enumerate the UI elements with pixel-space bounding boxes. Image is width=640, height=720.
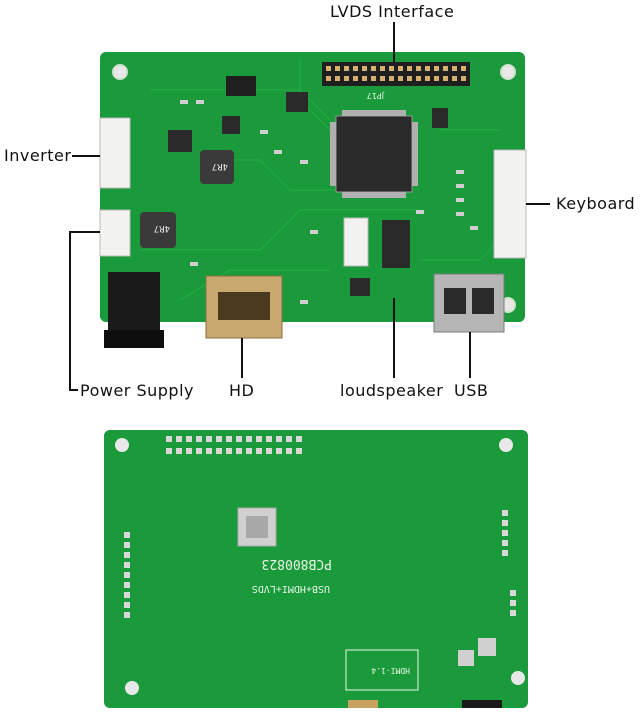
leader-lines <box>69 22 550 391</box>
top-board: JP17 4R7 4R7 <box>99 52 527 348</box>
inductor-1-silk: 4R7 <box>212 161 228 171</box>
bottom-board: PCB800823 USB+HDMI+LVDS HDMI-1.4 <box>104 430 528 708</box>
inductor-2-silk: 4R7 <box>154 223 170 233</box>
hdmi-silk: HDMI-1.4 <box>371 666 410 675</box>
power-supply-label: Power Supply <box>80 381 194 400</box>
keyboard-label: Keyboard <box>556 194 636 213</box>
usb-label: USB <box>454 381 489 400</box>
hd-label: HD <box>229 381 255 400</box>
lvds-interface-label: LVDS Interface <box>330 2 455 21</box>
inverter-label: Inverter <box>4 146 72 165</box>
pcb-id-silk: PCB800823 <box>262 556 332 571</box>
loudspeaker-label: loudspeaker <box>340 381 444 400</box>
jp17-silk: JP17 <box>367 91 385 100</box>
pcb-desc-silk: USB+HDMI+LVDS <box>252 583 330 594</box>
